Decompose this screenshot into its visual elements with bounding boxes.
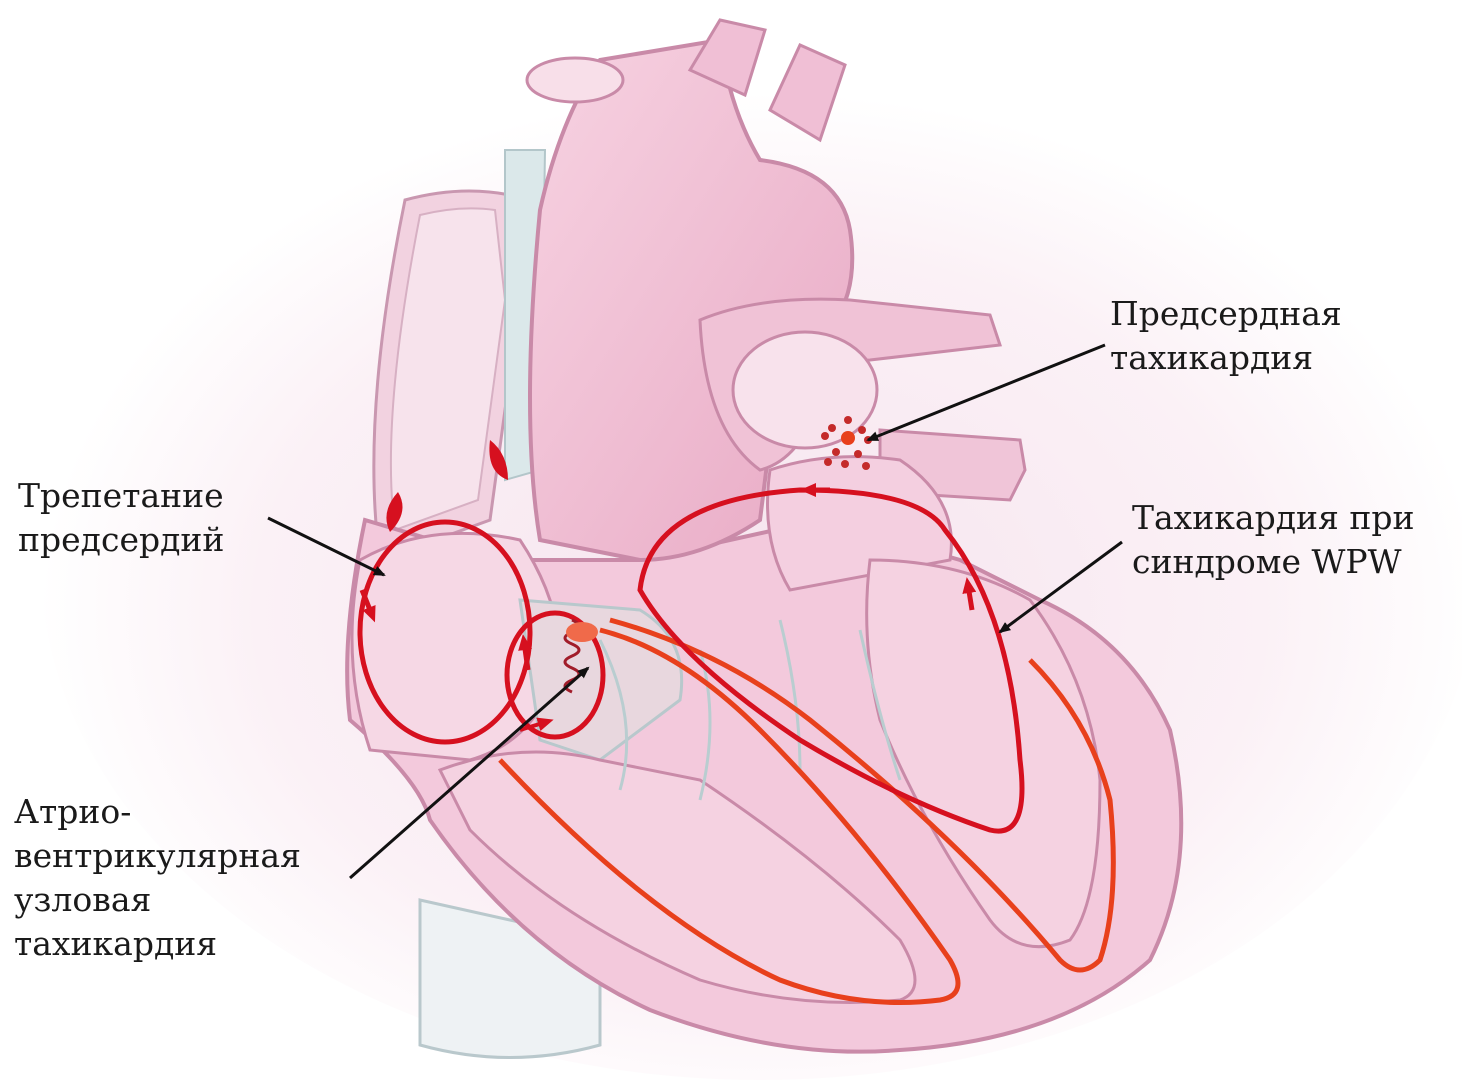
label-line: тахикардия — [1110, 336, 1342, 380]
av-node — [566, 622, 598, 642]
label-line: синдроме WPW — [1132, 540, 1414, 584]
label-line: тахикардия — [14, 922, 301, 966]
label-line: предсердий — [18, 518, 224, 562]
label-line: Атрио- — [14, 790, 301, 834]
aorta-opening — [527, 58, 623, 102]
label-atrial-flutter: Трепетание предсердий — [18, 474, 224, 562]
pulmonary-opening — [733, 332, 877, 448]
label-atrial-tachycardia: Предсердная тахикардия — [1110, 292, 1342, 380]
label-line: узловая — [14, 878, 301, 922]
label-line: вентрикулярная — [14, 834, 301, 878]
label-av-nodal-tachycardia: Атрио- вентрикулярная узловая тахикардия — [14, 790, 301, 966]
label-line: Тахикардия при — [1132, 496, 1414, 540]
label-wpw-tachycardia: Тахикардия при синдроме WPW — [1132, 496, 1414, 584]
label-line: Предсердная — [1110, 292, 1342, 336]
label-line: Трепетание — [18, 474, 224, 518]
